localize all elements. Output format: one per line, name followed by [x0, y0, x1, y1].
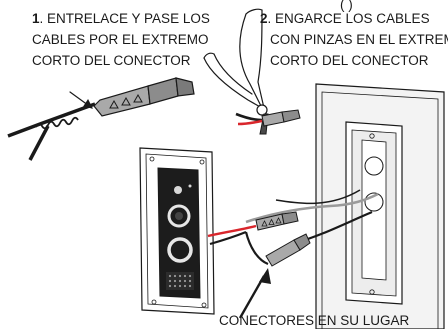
step1-caption: 1. ENTRELACE Y PASE LOS CABLES POR EL EX…: [32, 11, 210, 68]
step1-line3: CORTO DEL CONECTOR: [32, 53, 191, 68]
step2-connector: [261, 109, 301, 127]
svg-text:2. ENGARCE LOS CABLES: 2. ENGARCE LOS CABLES: [260, 11, 430, 26]
step2-number: 2: [260, 11, 268, 26]
step2-wire-black: [235, 112, 263, 122]
installed-wires: [207, 189, 379, 267]
installed-wire-black-3: [275, 189, 361, 205]
partial-top-text: ( ): [340, 0, 353, 12]
step1-connector: [93, 77, 195, 117]
doorbell-sensor: [174, 186, 182, 194]
step1-line2: CABLES POR EL EXTREMO: [32, 32, 209, 47]
installed-wire-gray: [245, 192, 379, 224]
step2-line3: CORTO DEL CONECTOR: [270, 53, 429, 68]
installed-connector-lower: [265, 233, 311, 267]
step1-illustration: [7, 77, 195, 161]
doorbell-speaker-grille: [166, 272, 194, 290]
doorbell-device: [139, 147, 215, 315]
step2-wire-red: [237, 119, 263, 126]
step1-number: 1: [32, 11, 40, 26]
doorbell-face: [157, 167, 201, 299]
step1-wire-branch: [28, 125, 50, 161]
doorbell-button: [167, 237, 193, 263]
step2-line2: CON PINZAS EN EL EXTREMO: [270, 32, 448, 47]
step1-wire-twist: [35, 116, 79, 130]
installed-wire-black: [209, 230, 247, 246]
step1-connector-triangles-icon: [109, 93, 143, 109]
step1-wire-black: [7, 102, 96, 138]
installed-connector-upper: [255, 211, 299, 231]
step2-caption: 2. ENGARCE LOS CABLES CON PINZAS EN EL E…: [260, 11, 448, 68]
installed-wire-red: [207, 224, 257, 238]
wall-box: [345, 121, 403, 305]
step1-arrowhead: [83, 99, 93, 109]
wall-box-hole-top: [364, 156, 384, 176]
bottom-label: CONECTORES EN SU LUGAR: [219, 313, 410, 328]
step2-line1: . ENGARCE LOS CABLES: [268, 11, 430, 26]
connectors-pointer-arrow: [238, 268, 271, 319]
step2-illustration: [203, 8, 301, 135]
svg-text:1. ENTRELACE Y PASE LOS: 1. ENTRELACE Y PASE LOS: [32, 11, 210, 26]
step1-line1: . ENTRELACE Y PASE LOS: [40, 11, 210, 26]
